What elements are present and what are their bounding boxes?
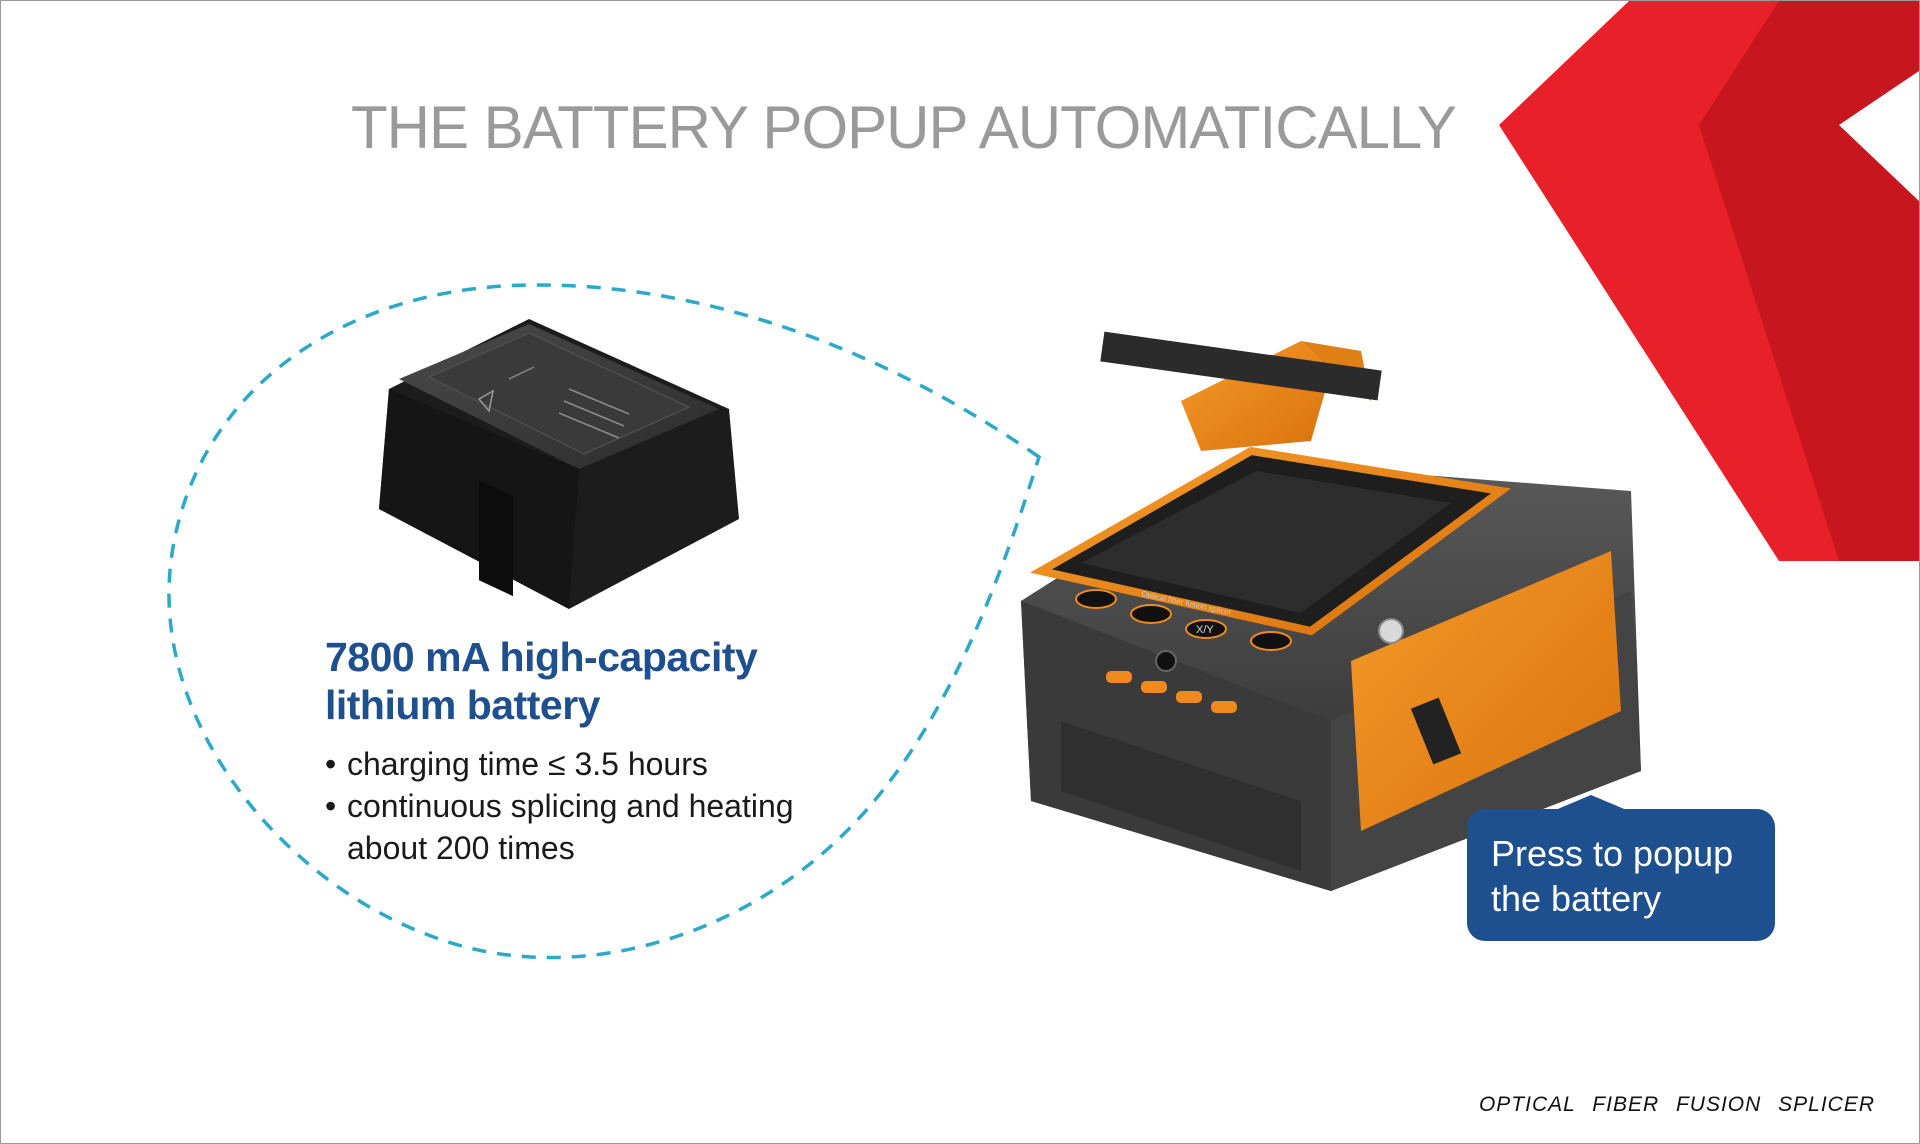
list-item: •continuous splicing and heating — [325, 788, 794, 824]
battery-image — [379, 319, 739, 609]
page-title: THE BATTERY POPUP AUTOMATICALLY — [351, 94, 1457, 161]
battery-heading-line1: 7800 mA high-capacity — [325, 634, 758, 680]
fusion-splicer-image: X/Y Optical fiber fusion splicer — [1021, 331, 1641, 891]
red-chevron-decoration — [1499, 1, 1919, 561]
battery-heading: 7800 mA high-capacity lithium battery — [325, 633, 758, 729]
callout-line1: Press to popup — [1491, 833, 1734, 874]
popup-callout: Press to popup the battery — [1467, 795, 1775, 941]
battery-heading-line2: lithium battery — [325, 682, 600, 728]
callout-line2: the battery — [1491, 878, 1662, 919]
list-item: •charging time ≤ 3.5 hours — [325, 746, 708, 782]
xy-button-label: X/Y — [1196, 624, 1214, 636]
footer-caption: OPTICAL FIBER FUSION SPLICER — [1478, 1093, 1875, 1116]
battery-spec-list: •charging time ≤ 3.5 hours •continuous s… — [325, 743, 794, 869]
dashed-bubble-outline — [167, 283, 1042, 960]
list-item-continuation: about 200 times — [347, 830, 575, 866]
